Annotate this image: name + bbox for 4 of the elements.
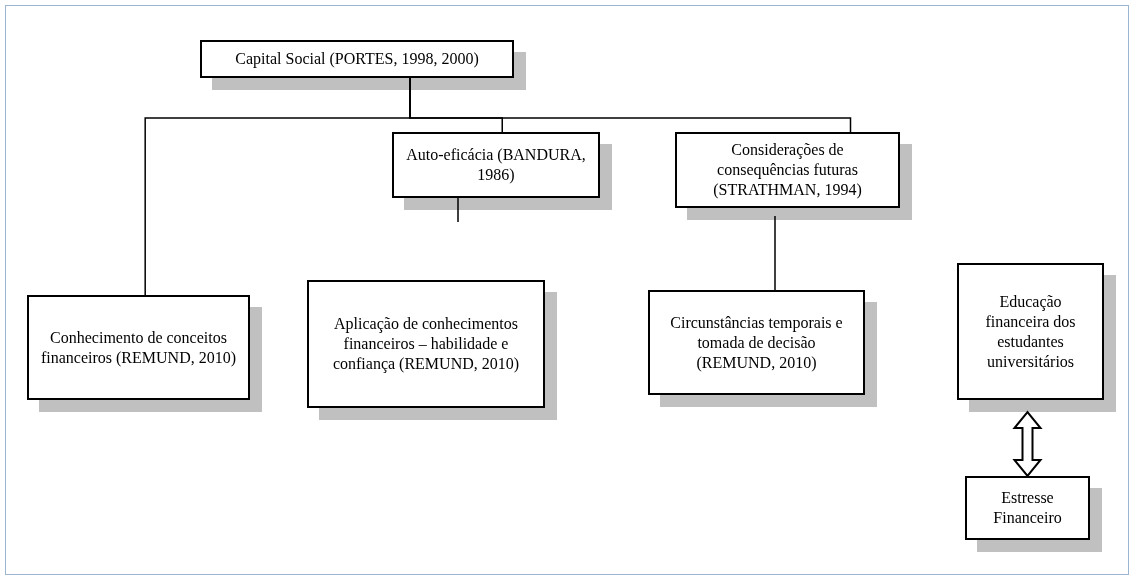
connector-line <box>457 197 459 223</box>
connector-line <box>774 215 776 291</box>
connector-line <box>409 77 852 133</box>
double-arrow <box>1012 410 1043 478</box>
